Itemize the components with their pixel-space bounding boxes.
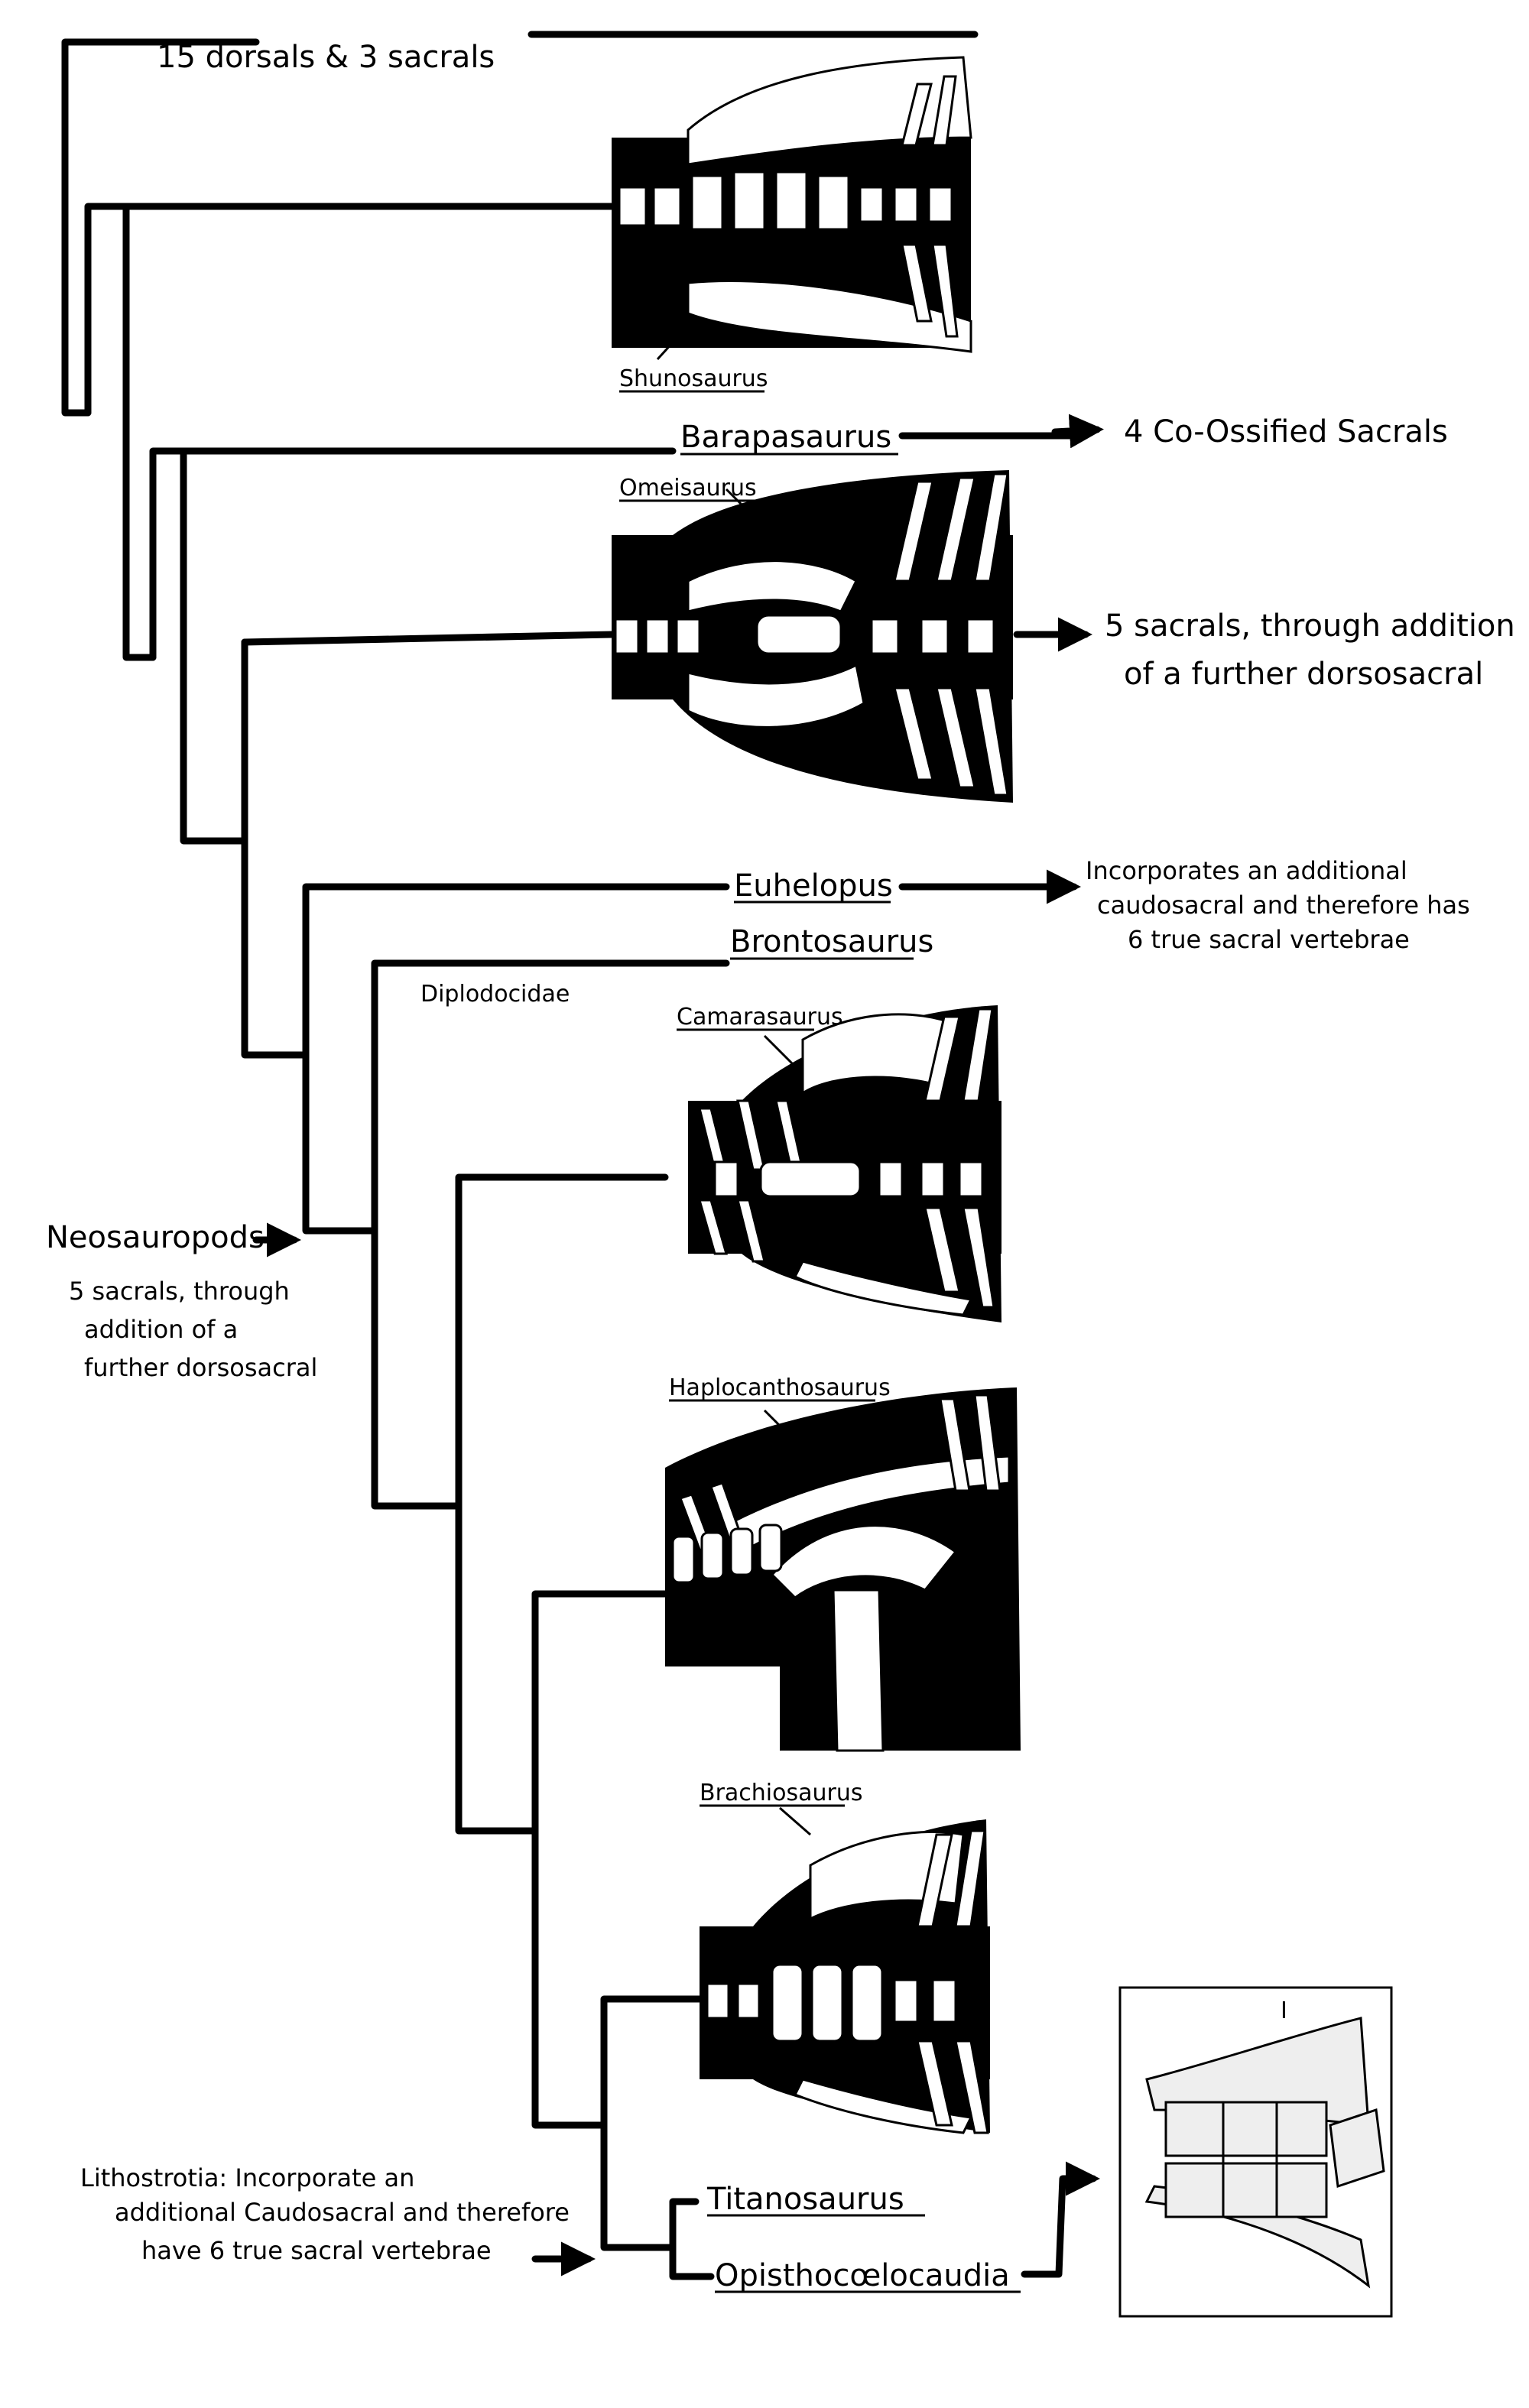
shunosaurus-ribs: [901, 75, 959, 338]
branch-titanosaurus: [669, 2198, 700, 2251]
note-neosauropods-line2: addition of a: [84, 1315, 238, 1344]
haplocanthosaurus-leader: [763, 1409, 797, 1443]
note-omeisaurus-line2: of a further dorsosacral: [1124, 657, 1483, 692]
note-euhelopus-line2: caudosacral and therefore has: [1097, 891, 1470, 920]
taxa-labels: Shunosaurus Barapasaurus Omeisaurus Euhe…: [420, 365, 1010, 2293]
figure-camarasaurus: [688, 1005, 1001, 1322]
shunosaurus-vertebrae: [618, 170, 953, 231]
branch-barapasaurus-node: [149, 447, 187, 661]
taxon-brontosaurus: Brontosaurus: [730, 924, 933, 959]
branch-euhelopus-node: [302, 883, 730, 1059]
figure-opisthocoelicaudia-inset: I: [1118, 1986, 1393, 2318]
note-omeisaurus-line1: 5 sacrals, through addition: [1105, 608, 1515, 644]
branch-diplodocidae-node: [371, 959, 730, 1235]
figure-brachiosaurus: [700, 1806, 990, 2134]
note-lithostrotia-line2: additional Caudosacral and therefore: [115, 2198, 570, 2227]
branch-lithostrotia-stem: [600, 2121, 677, 2251]
note-euhelopus-line1: Incorporates an additional: [1086, 856, 1407, 885]
note-barapasaurus: 4 Co-Ossified Sacrals: [1124, 414, 1448, 449]
branch-brachiosaurus-stem: [531, 1827, 608, 2129]
notes: 15 dorsals & 3 sacrals 4 Co-Ossified Sac…: [46, 40, 1515, 2265]
note-neosauropods-line1: 5 sacrals, through: [69, 1277, 290, 1306]
branch-omeisaurus-stem: [241, 837, 310, 1059]
branch-camarasaurus-node: [455, 1173, 669, 1510]
brachiosaurus-ribs: [916, 1829, 989, 2134]
taxon-euhelopus: Euhelopus: [734, 868, 893, 904]
note-lithostrotia-line3: have 6 true sacral vertebrae: [141, 2236, 492, 2265]
annotation-arrows: [252, 414, 1104, 2278]
note-top: 15 dorsals & 3 sacrals: [157, 40, 495, 75]
camarasaurus-leader: [763, 1034, 797, 1068]
omeisaurus-vertebrae: [614, 614, 995, 655]
note-neosauropods-line3: further dorsosacral: [84, 1353, 317, 1382]
omeisaurus-leader: [725, 488, 766, 529]
branch-haplocanthosaurus-node: [531, 1590, 669, 1835]
brachiosaurus-leader: [779, 1806, 811, 1836]
branch-titanosauriformes-stem: [455, 1502, 539, 1835]
taxon-haplocanthosaurus: Haplocanthosaurus: [669, 1374, 891, 1401]
note-euhelopus-line3: 6 true sacral vertebrae: [1128, 925, 1410, 954]
branch-omeisaurus: [241, 631, 615, 646]
shunosaurus-leader: [656, 316, 697, 361]
branch-barapasaurus-stem: [180, 447, 248, 845]
branch-brachiosaurus-node: [600, 1995, 707, 2129]
branch-neosauropoda-stem: [302, 1051, 378, 1235]
taxon-shunosaurus: Shunosaurus: [619, 365, 768, 392]
figure-omeisaurus: [612, 470, 1013, 803]
brachiosaurus-vertebrae: [706, 1963, 957, 2043]
taxon-titanosaurus: Titanosaurus: [706, 2182, 904, 2217]
note-lithostrotia-line1: Lithostrotia: Incorporate an: [80, 2163, 414, 2192]
arrow-barapasaurus: [1051, 414, 1104, 449]
omeisaurus-ribs: [893, 472, 1009, 797]
branch-opisthocoelicaudia: [669, 2244, 715, 2280]
camarasaurus-ribs-lower: [698, 1199, 995, 1309]
camarasaurus-vertebrae: [713, 1160, 984, 1198]
branch-macronaria-stem: [371, 1227, 463, 1510]
taxon-barapasaurus: Barapasaurus: [680, 420, 891, 455]
taxon-brachiosaurus: Brachiosaurus: [700, 1780, 863, 1806]
taxon-diplodocidae: Diplodocidae: [420, 981, 570, 1008]
taxa-underlines: [619, 390, 1021, 2293]
taxon-camarasaurus: Camarasaurus: [677, 1004, 843, 1030]
branch-shunosaurus-node: [84, 203, 157, 661]
taxon-opisthocoelicaudia: Opisthocœlocaudia: [715, 2258, 1010, 2293]
figure-haplocanthosaurus: [665, 1387, 1021, 1752]
note-neosauropods-title: Neosauropods: [46, 1220, 265, 1255]
branch-root: [61, 38, 157, 417]
taxon-omeisaurus: Omeisaurus: [619, 475, 757, 501]
inset-label: I: [1281, 1997, 1287, 2024]
arrow-opisthocoelicaudia: [1021, 2161, 1100, 2278]
haplocanthosaurus-vertebrae: [671, 1524, 783, 1584]
figure-shunosaurus: [612, 56, 972, 361]
